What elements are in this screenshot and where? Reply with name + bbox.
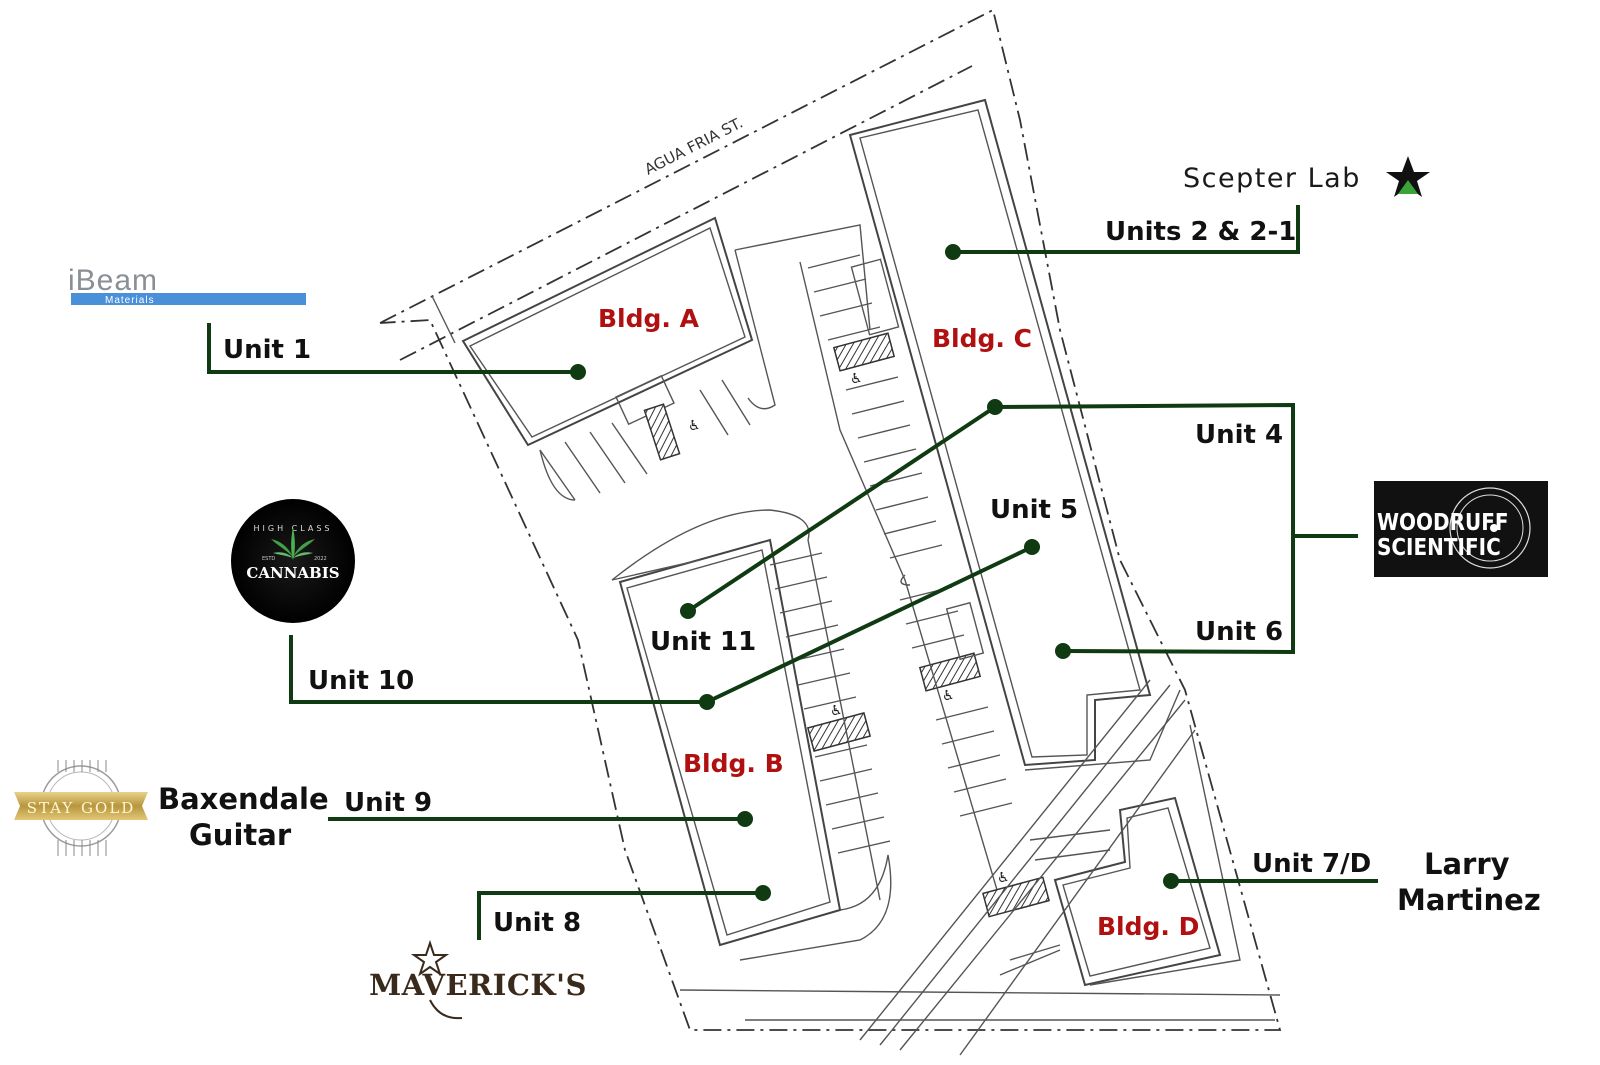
accessible-icon: ♿	[997, 870, 1010, 886]
street-label: AGUA FRIA ST.	[642, 114, 746, 179]
stay-gold-wordmark: STAY GOLD	[27, 799, 136, 817]
building-c-label: Bldg. C	[932, 324, 1032, 353]
cannabis-leaf-icon	[271, 527, 315, 560]
leader-unit-1	[207, 323, 578, 374]
woodruff-scientific-logo: WOODRUFF SCIENTIFIC	[1374, 481, 1548, 577]
leader-unit-10-5	[289, 545, 1033, 704]
unit-5-label: Unit 5	[990, 495, 1078, 525]
units-2-label: Units 2 & 2-1	[1105, 217, 1296, 247]
unit-7-label: Unit 7/D	[1252, 849, 1371, 879]
marker-units-2[interactable]	[945, 244, 961, 260]
stay-gold-logo: STAY GOLD	[14, 760, 148, 856]
cannabis-top: HIGH CLASS	[254, 524, 333, 533]
building-b-label: Bldg. B	[683, 749, 784, 778]
marker-unit-6[interactable]	[1055, 643, 1071, 659]
accessible-icon: ♿	[942, 688, 955, 704]
unit-8-label: Unit 8	[493, 908, 581, 938]
leader-unit-4-6-bracket	[994, 402, 1295, 655]
mavericks-wordmark: MAVERICK'S	[369, 968, 587, 1002]
building-d-footprint	[679, 679, 1281, 1056]
mavericks-star-icon	[410, 939, 450, 977]
leader-units-2	[953, 205, 1300, 254]
marker-unit-11[interactable]	[680, 603, 696, 619]
unit-4-label: Unit 4	[1195, 420, 1283, 450]
accessible-icon: ♿	[830, 703, 843, 719]
marker-unit-9[interactable]	[737, 811, 753, 827]
woodruff-line1: WOODRUFF	[1377, 510, 1509, 537]
building-a-label: Bldg. A	[598, 304, 700, 333]
unit-leader-lines	[207, 205, 1378, 940]
unit-10-label: Unit 10	[308, 666, 414, 696]
scepter-lab-logo: Scepter Lab	[1183, 156, 1430, 197]
mavericks-logo: MAVERICK'S	[369, 939, 587, 1020]
ibeam-wordmark: iBeam	[68, 264, 158, 297]
parking-stalls-center	[799, 254, 1181, 901]
accessible-icon: ♿	[688, 418, 701, 434]
scepter-lab-wordmark: Scepter Lab	[1183, 163, 1361, 194]
ibeam-logo: iBeam Materials	[68, 264, 306, 306]
cannabis-year: 2022	[314, 556, 327, 562]
unit-11-label: Unit 11	[650, 627, 756, 657]
accessible-parking-icons: ♿ ♿ ♿ ♿ ♿	[688, 371, 1010, 886]
marker-unit-1[interactable]	[570, 364, 586, 380]
unit-9-label: Unit 9	[344, 788, 432, 818]
ibeam-subtitle: Materials	[105, 295, 155, 306]
high-class-cannabis-logo: HIGH CLASS ESTD 2022 CANNABIS	[231, 499, 355, 623]
unit-6-label: Unit 6	[1195, 617, 1283, 647]
cannabis-estd: ESTD	[262, 556, 275, 562]
leader-unit-8	[477, 891, 763, 940]
baxendale-line2: Guitar	[189, 818, 292, 852]
larry-line1: Larry	[1424, 847, 1510, 881]
scepter-lab-icon	[1386, 156, 1430, 197]
building-a-footprint	[461, 216, 871, 501]
marker-unit-5[interactable]	[1024, 539, 1040, 555]
leader-unit-11	[686, 405, 997, 613]
marker-unit-8[interactable]	[755, 885, 771, 901]
woodruff-line2: SCIENTIFIC	[1377, 535, 1501, 562]
building-d-label: Bldg. D	[1097, 912, 1199, 941]
building-b-footprint	[611, 509, 892, 961]
accessible-icon: ♿	[850, 371, 863, 387]
marker-unit-10[interactable]	[699, 694, 715, 710]
property-boundary	[379, 8, 1282, 1031]
cannabis-name: CANNABIS	[246, 564, 339, 582]
larry-line2: Martinez	[1397, 883, 1541, 917]
unit-1-label: Unit 1	[223, 335, 311, 365]
marker-unit-7[interactable]	[1163, 873, 1179, 889]
baxendale-line1: Baxendale	[158, 782, 329, 816]
